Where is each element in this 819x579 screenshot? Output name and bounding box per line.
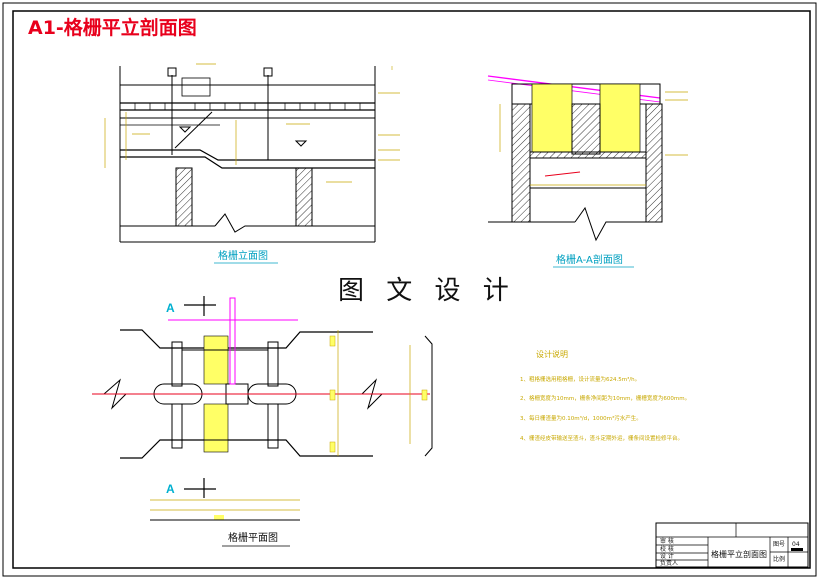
elevation-caption: 格栅立面图 xyxy=(218,249,268,262)
notes-title: 设计说明 xyxy=(536,349,568,359)
drawing-title: A1-格栅平立剖面图 xyxy=(28,16,197,39)
center-heading: 图 文 设 计 xyxy=(338,276,516,306)
tb-sheet-no: 04 xyxy=(792,541,800,548)
title-block: 审 核 校 核 设 计 负责人 格栅平立剖面图 图号 比例 04 xyxy=(655,522,809,568)
plan-caption: 格栅平面图 xyxy=(228,531,278,544)
note-item: 2、格栅宽度为10mm，栅条净间距为10mm，栅槽宽度为600mm。 xyxy=(520,394,690,402)
tb-field: 图号 xyxy=(773,541,785,548)
design-notes: 设计说明 1、粗格栅选用粗格栅，设计流量为624.5m³/h。 2、格栅宽度为1… xyxy=(520,349,690,442)
inner-frame xyxy=(12,10,811,569)
section-mark-bottom: A xyxy=(166,482,175,496)
section-view: 格栅A-A剖面图 xyxy=(487,75,688,268)
note-item: 1、粗格栅选用粗格栅，设计流量为624.5m³/h。 xyxy=(520,375,640,383)
tb-row: 负责人 xyxy=(660,559,678,567)
tb-row: 设 计 xyxy=(660,552,674,560)
tb-row: 审 核 xyxy=(660,537,674,545)
note-item: 3、每日栅渣量为0.10m³/d，1000m³污水产生。 xyxy=(520,414,642,422)
section-caption: 格栅A-A剖面图 xyxy=(556,253,623,266)
tb-drawing-name: 格栅平立剖面图 xyxy=(711,549,767,559)
tb-row: 校 核 xyxy=(660,545,674,553)
elevation-view: 格栅立面图 xyxy=(104,63,400,264)
plan-view: A A 格栅平面图 xyxy=(92,296,433,547)
note-item: 4、栅渣经皮带输送至渣斗，渣斗定期外运，栅条间设置检修平台。 xyxy=(520,434,683,442)
section-mark-top: A xyxy=(166,301,175,315)
tb-field: 比例 xyxy=(773,555,785,563)
